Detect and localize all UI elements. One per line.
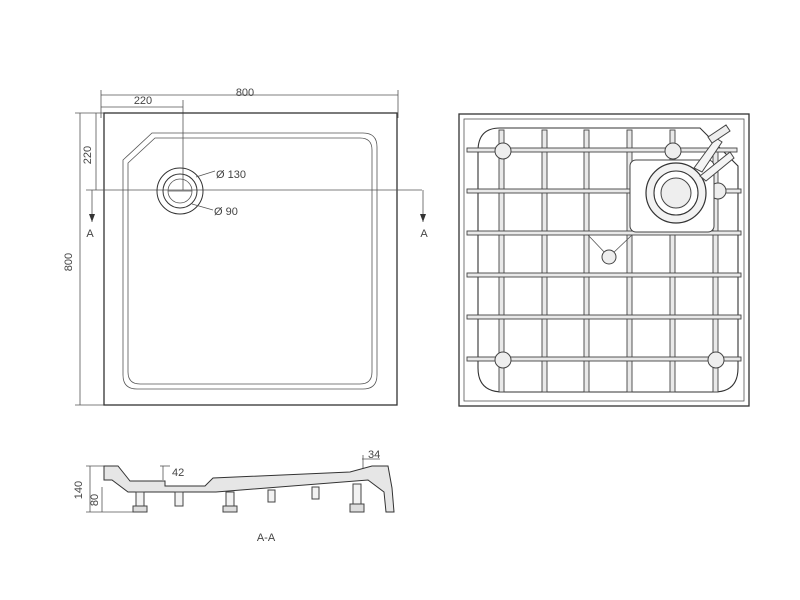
drain-offset-x-label: 220 [134,95,152,107]
bottom-outline [458,113,750,407]
drain-icon [156,167,204,215]
rim-depth-label: 42 [172,467,184,479]
width-label: 800 [236,87,254,99]
total-height-label: 140 [73,481,85,499]
drain-housing-icon [629,159,715,233]
section-marker-left: A [86,228,94,240]
rim-width-label: 34 [368,449,380,461]
leg-height-label: 80 [89,494,101,506]
section-view: 140 80 42 34 A-A [73,449,395,544]
section-marker-right: A [420,228,428,240]
horizontal-ribs [466,147,742,362]
top-view: 800 220 800 220 A A Ø 130 Ø 90 [63,87,428,406]
overflow-pipe-icon [693,124,735,182]
outer-diameter-label: Ø 130 [216,169,246,181]
tray-section-profile [103,465,395,513]
bottom-basin-outline [477,127,739,393]
drain-offset-y-label: 220 [82,146,94,164]
height-label: 800 [63,253,75,271]
section-title: A-A [257,532,276,544]
tray-outline [103,112,398,406]
inner-diameter-label: Ø 90 [214,206,238,218]
support-legs [132,483,365,513]
vertical-ribs [498,129,719,393]
tray-basin-outer [122,132,378,390]
bottom-view [458,113,750,407]
tray-basin-inner [127,137,373,385]
